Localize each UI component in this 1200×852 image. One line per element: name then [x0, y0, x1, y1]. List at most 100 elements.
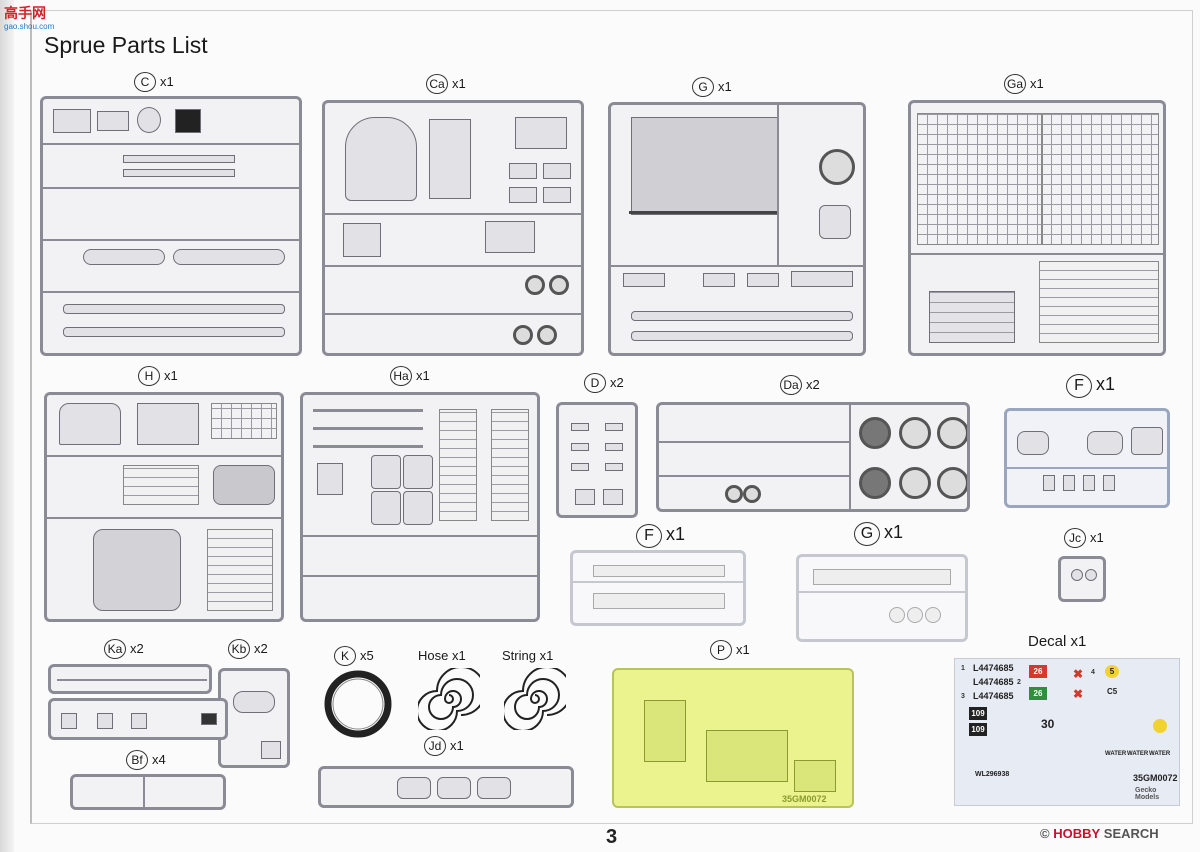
sprue-g-clear-lens [925, 607, 941, 623]
sprue-da-tire [859, 417, 891, 449]
label-string: String x1 [502, 648, 554, 663]
sprue-g-clear-lens [907, 607, 923, 623]
sprue-da-hub [743, 485, 761, 503]
sprue-h-part [137, 403, 199, 445]
source-brand-rest: SEARCH [1100, 826, 1159, 841]
sprue-ca-runner [325, 213, 581, 215]
sprue-da-tire [899, 467, 931, 499]
sprue-f-figure-part [1083, 475, 1095, 491]
sprue-ha-door [371, 455, 401, 489]
sprue-f-clear-runner [573, 581, 743, 583]
sprue-ka-runner [57, 679, 207, 681]
decal-water: WATER [1149, 751, 1171, 757]
sprue-g-part [623, 273, 665, 287]
sprue-ka-part [61, 713, 77, 729]
sprue-g-wheel [819, 149, 855, 185]
sprue-c-part [53, 109, 91, 133]
watermark-url: gao.shou.com [4, 22, 55, 31]
sprue-c-part [123, 155, 235, 163]
sprue-h-panel [207, 529, 273, 611]
sprue-c-part [97, 111, 129, 131]
sprue-d-part [603, 489, 623, 505]
sprue-ka-lower [48, 698, 228, 740]
decal-code: L4474685 [973, 663, 1014, 673]
source-brand: HOBBY [1053, 826, 1101, 841]
sprue-jd-part [477, 777, 511, 799]
decal-water: WATER [1127, 751, 1149, 757]
sprue-da-tire [859, 467, 891, 499]
decal-code: L4474685 [973, 691, 1014, 701]
decal-code: L4474685 [973, 677, 1014, 687]
sprue-c-part [137, 107, 161, 133]
sprue-d-part [575, 489, 595, 505]
sprue-jd [318, 766, 574, 808]
sprue-g-part [703, 273, 735, 287]
sprue-c-chassis-rail [63, 304, 285, 314]
sprue-g-clear-runner [799, 591, 965, 593]
sprue-bf [70, 774, 226, 810]
sprue-ha-door [403, 491, 433, 525]
sprue-f-clear [570, 550, 746, 626]
decal-star-icon: ✖ [1073, 667, 1084, 681]
decal-plate: WL296938 [975, 771, 1010, 778]
sprue-ca-part [509, 163, 537, 179]
sprue-d-part [571, 443, 589, 451]
sprue-f-clear-part [593, 565, 725, 577]
sprue-h-runner [47, 455, 281, 457]
sprue-ha-rod [313, 409, 423, 412]
sprue-f-figure-part [1103, 475, 1115, 491]
sprue-ca-part [509, 187, 537, 203]
sprue-f-figure-part [1063, 475, 1075, 491]
sprue-ha-rod [313, 427, 423, 430]
sprue-g-panel [631, 117, 779, 215]
sprue-g-runner [611, 265, 863, 267]
sprue-ka [48, 664, 212, 694]
sprue-jc-part [1071, 569, 1083, 581]
sprue-h-panel [93, 529, 181, 611]
sprue-c [40, 96, 302, 356]
sprue-c-leafspring [83, 249, 165, 265]
sprue-k-tire [324, 670, 392, 738]
pe-part [644, 700, 686, 762]
sprue-ca [322, 100, 584, 356]
sprue-ga-runner [911, 253, 1163, 255]
decal-badge: 26 [1029, 687, 1047, 700]
sprue-kb-part [233, 691, 275, 713]
sprue-ca-runner [325, 265, 581, 267]
copyright-mark: © [1040, 826, 1050, 841]
sprue-ca-wheel-part [537, 325, 557, 345]
sprue-ha-door [403, 455, 433, 489]
sprue-c-chassis-rail [63, 327, 285, 337]
sprue-c-runner [43, 187, 299, 189]
sprue-h-grille [211, 403, 277, 439]
decal-badge: 26 [1029, 665, 1047, 678]
sprue-ha-runner [303, 535, 537, 537]
sprue-ca-part [485, 221, 535, 253]
sprue-c-part [175, 109, 201, 133]
sprue-jd-part [437, 777, 471, 799]
decal-number: 2 [1017, 679, 1021, 686]
pe-part [794, 760, 836, 792]
sprue-h-part [59, 403, 121, 445]
sprue-ha-rod [313, 445, 423, 448]
sprue-ca-part [515, 117, 567, 149]
sprue-ca-wheel-part [513, 325, 533, 345]
sprue-g-part [791, 271, 853, 287]
sprue-h-panel [123, 465, 199, 505]
sprue-g-part [747, 273, 779, 287]
page-frame [30, 10, 1193, 824]
sprue-ka-part [201, 713, 217, 725]
decal-badge: 109 [969, 707, 987, 720]
sprue-ca-wheel-part [549, 275, 569, 295]
